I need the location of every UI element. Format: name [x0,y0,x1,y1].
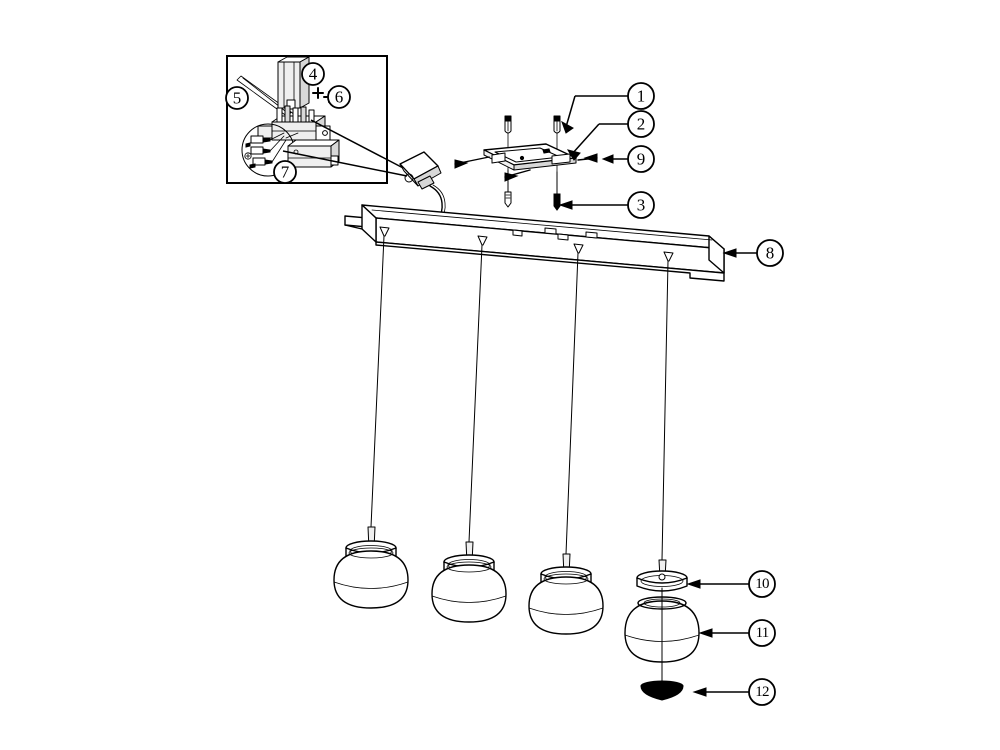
set-screw-left [454,156,490,169]
cable-drop-fittings [379,226,674,262]
callout-2[interactable]: 2 [566,110,655,161]
callout-10[interactable]: 10 [686,570,776,598]
callout-3[interactable]: 3 [558,191,655,219]
callout-6[interactable]: 6 [327,85,351,109]
callout-6-label: 6 [335,88,344,107]
callout-8[interactable]: 8 [722,239,784,267]
callout-1-circle[interactable] [627,82,655,110]
callout-8-circle[interactable] [756,239,784,267]
pendant-2 [431,244,507,623]
callout-9-circle[interactable] [627,145,655,173]
callout-3-label: 3 [637,196,646,215]
pendant-1 [333,235,409,609]
pendant-3 [528,252,604,635]
ceiling-bar [344,204,725,282]
wire-connectors [244,132,287,169]
pendant-4-exploded [624,260,700,701]
dome-shade [624,596,700,663]
callout-7-label: 7 [281,163,290,182]
set-screw-right-inner [577,153,598,163]
bottom-finial [640,680,684,701]
pendant-1-cable [370,235,385,528]
callout-2-label: 2 [637,115,646,134]
shade-cap-disc [636,570,688,592]
callout-10-label: 10 [755,576,769,592]
callout-4-circle[interactable] [301,62,325,86]
callout-1-label: 1 [637,87,646,106]
pendant-1-shade [333,547,409,609]
pendant-2-shade [431,561,507,623]
callout-7[interactable]: 7 [273,160,297,184]
callout-6-circle[interactable] [327,85,351,109]
inset-leader-line-lower [282,150,408,177]
set-screw-right-outer [601,154,629,164]
plus-mark-4 [312,87,324,99]
callout-12-label: 12 [755,684,769,700]
inset-leader-line-upper [310,119,408,171]
pendant-4-cable [661,260,669,561]
quick-connector-box [399,151,446,221]
mounting-screw-right [553,171,561,211]
callout-5-circle[interactable] [225,86,249,110]
callout-12-circle[interactable] [748,678,776,706]
mounting-plate-assembly [454,115,629,211]
pendant-3-cable [565,252,579,555]
callout-11-label: 11 [756,625,769,641]
callout-8-label: 8 [766,244,775,263]
callout-9[interactable]: 9 [627,145,655,173]
callout-5[interactable]: 5 [225,86,249,110]
pendant-2-cable [468,244,483,543]
callout-12[interactable]: 12 [692,678,776,706]
wall-anchor-right [553,115,561,134]
callout-11[interactable]: 11 [698,619,776,647]
callout-1[interactable]: 1 [561,82,655,134]
bar-mounting-slots [512,227,598,241]
bar-inner-edge [371,209,713,241]
pendant-3-shade [528,573,604,635]
callout-4-label: 4 [309,65,318,84]
callout-7-circle[interactable] [273,160,297,184]
bar-flange-edge-left [344,224,363,230]
mounting-screw-left [504,169,512,208]
callout-2-circle[interactable] [627,110,655,138]
callout-5-label: 5 [233,89,242,108]
callout-4[interactable]: 4 [301,62,325,86]
callout-11-circle[interactable] [748,619,776,647]
callout-3-circle[interactable] [627,191,655,219]
callout-9-label: 9 [637,150,646,169]
callout-10-circle[interactable] [748,570,776,598]
wall-anchor-left [504,115,512,134]
inset-bracket [277,56,310,110]
bar-front-flange [375,241,725,282]
mounting-plate [483,143,577,171]
callout-layer: 1 2 9 3 8 [225,62,784,706]
